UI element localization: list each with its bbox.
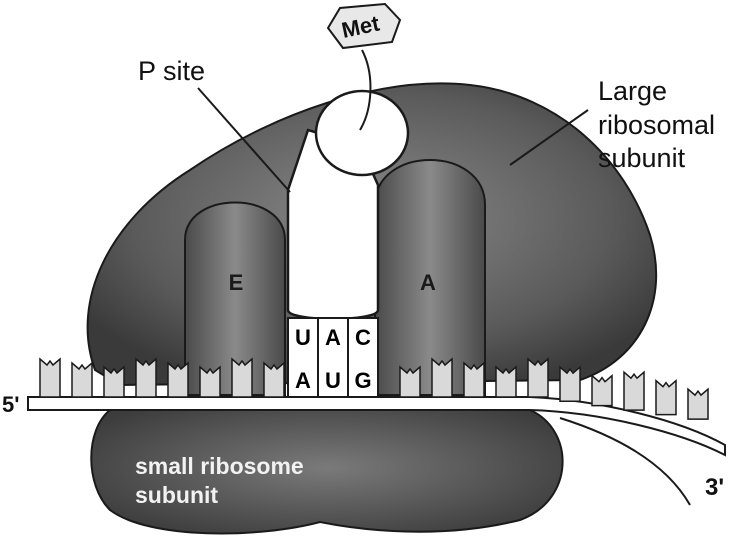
mrna-base-peg [592,376,612,406]
a-site-label: A [420,270,436,295]
mrna-base-peg [432,359,452,397]
trna-top-ellipse [316,91,408,175]
mrna-base-peg [104,367,124,397]
mrna-base-peg [560,367,580,401]
codon-base: G [354,368,371,393]
mrna-base-peg [264,363,284,397]
mrna-base-peg [40,359,60,397]
mrna-base-peg [136,359,156,397]
mrna-base-peg [400,367,420,397]
mrna-base-peg [464,363,484,397]
mrna-base-peg [496,367,516,397]
mrna-base-peg [232,359,252,397]
p-site-label: P site [138,56,205,86]
mrna-base-peg [72,363,92,397]
codon: A U G [295,368,372,393]
three-prime-label: 3' [705,474,724,501]
five-prime-label: 5' [2,392,19,417]
codon-base: A [295,368,311,393]
mrna-base-peg [656,381,676,415]
anticodon-base: A [325,325,341,350]
mrna-base-peg [624,372,644,410]
large-subunit-label: Large ribosomal subunit [598,76,723,173]
anticodon-base: C [355,325,371,350]
mrna-base-peg [200,367,220,397]
anticodon: U A C [295,325,371,350]
anticodon-base: U [295,325,311,350]
e-site-label: E [229,270,244,295]
mrna-base-peg [688,389,708,419]
mrna-base-peg [528,359,548,397]
mrna-base-peg [168,363,188,397]
codon-base: U [325,368,341,393]
